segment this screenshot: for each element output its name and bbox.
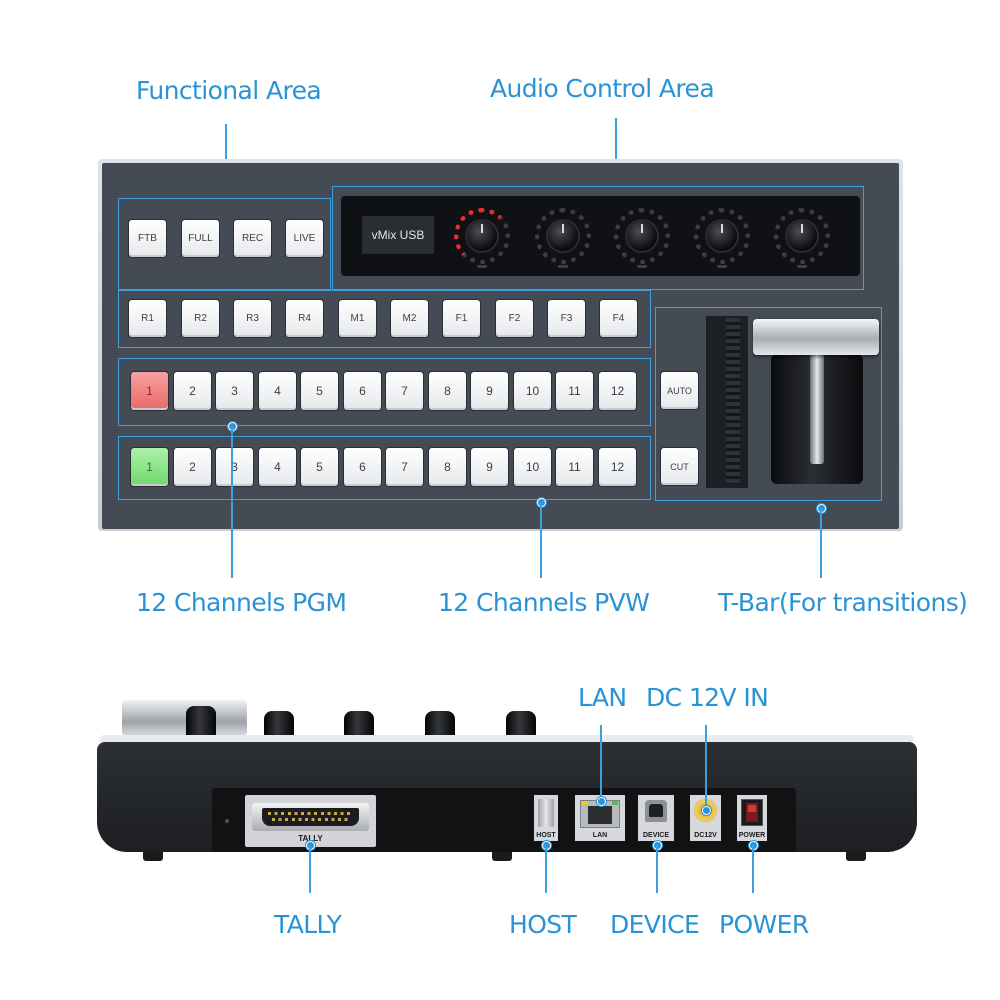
host-callout: HOST [509,910,577,939]
pgm-button-1[interactable]: 1 [131,372,168,410]
pgm-button-3[interactable]: 3 [216,372,253,410]
audio-knob-3[interactable] [627,221,657,251]
pgm-button-12[interactable]: 12 [599,372,636,410]
pvw-button-4[interactable]: 4 [259,448,296,486]
pvw-button-9[interactable]: 9 [471,448,508,486]
audio-knob-2[interactable] [548,221,578,251]
audio-knob-1[interactable] [467,221,497,251]
audio-knob-4[interactable] [707,221,737,251]
pvw-button-8[interactable]: 8 [429,448,466,486]
pvw-button-3[interactable]: 3 [216,448,253,486]
pgm-button-5[interactable]: 5 [301,372,338,410]
pgm-button-11[interactable]: 11 [556,372,593,410]
device-callout: DEVICE [610,910,700,939]
pvw-button-6[interactable]: 6 [344,448,381,486]
macro-button-r3[interactable]: R3 [234,300,271,337]
rear-tbar-handle [122,700,247,736]
macro-button-f2[interactable]: F2 [496,300,533,337]
rear-knob-1 [186,706,216,738]
auto-button[interactable]: AUTO [661,372,698,409]
audio-display: vMix USB [362,216,434,254]
tbar-callout: T-Bar(For transitions) [718,588,968,617]
macro-button-f1[interactable]: F1 [443,300,480,337]
pgm-button-10[interactable]: 10 [514,372,551,410]
pgm-button-2[interactable]: 2 [174,372,211,410]
pvw-button-1[interactable]: 1 [131,448,168,486]
macro-button-r2[interactable]: R2 [182,300,219,337]
live-button[interactable]: LIVE [286,220,323,257]
power-callout: POWER [719,910,809,939]
ftb-button[interactable]: FTB [129,220,166,257]
full-button[interactable]: FULL [182,220,219,257]
macro-button-m1[interactable]: M1 [339,300,376,337]
pvw-callout: 12 Channels PVW [438,588,650,617]
lan-callout: LAN [578,683,627,712]
cut-button[interactable]: CUT [661,448,698,485]
macro-button-f3[interactable]: F3 [548,300,585,337]
tally-port-label: TALLY [298,834,323,843]
pgm-button-6[interactable]: 6 [344,372,381,410]
tbar-handle[interactable] [753,319,879,355]
pvw-button-10[interactable]: 10 [514,448,551,486]
rec-button[interactable]: REC [234,220,271,257]
pvw-button-5[interactable]: 5 [301,448,338,486]
tbar-level-meter [726,318,740,484]
audio-control-area-callout: Audio Control Area [490,74,715,103]
macro-button-r1[interactable]: R1 [129,300,166,337]
pgm-button-9[interactable]: 9 [471,372,508,410]
macro-button-m2[interactable]: M2 [391,300,428,337]
pgm-button-8[interactable]: 8 [429,372,466,410]
pgm-callout: 12 Channels PGM [136,588,347,617]
tally-callout: TALLY [274,910,342,939]
pvw-button-11[interactable]: 11 [556,448,593,486]
pvw-button-7[interactable]: 7 [386,448,423,486]
pvw-button-12[interactable]: 12 [599,448,636,486]
pgm-button-7[interactable]: 7 [386,372,423,410]
functional-area-callout: Functional Area [136,76,322,105]
pgm-button-4[interactable]: 4 [259,372,296,410]
macro-button-f4[interactable]: F4 [600,300,637,337]
audio-knob-5[interactable] [787,221,817,251]
dc-callout: DC 12V IN [646,683,769,712]
pvw-button-2[interactable]: 2 [174,448,211,486]
macro-button-r4[interactable]: R4 [286,300,323,337]
